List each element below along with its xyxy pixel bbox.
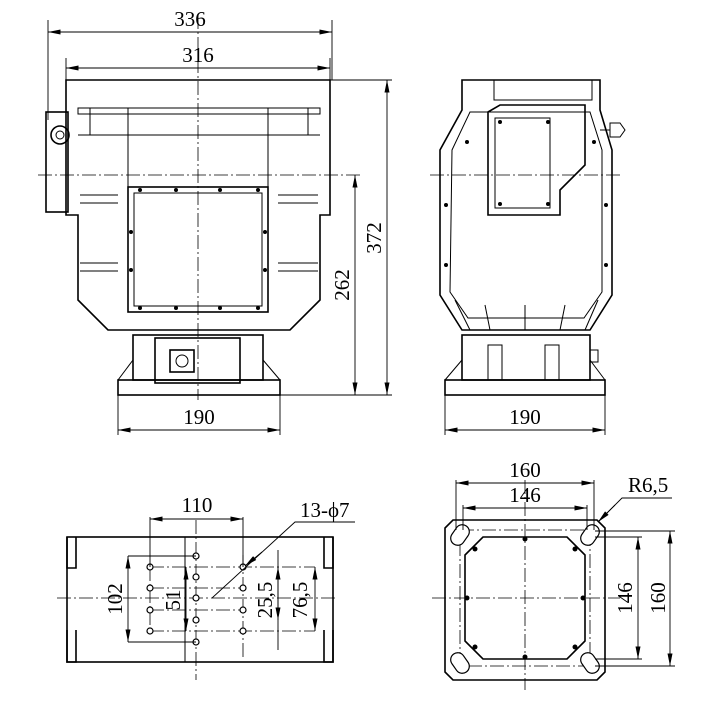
connector-box	[154, 337, 241, 384]
dim-262: 262	[330, 269, 354, 301]
hole-callout: 13-ϕ7	[300, 498, 350, 522]
dim-336: 336	[174, 7, 206, 31]
knob-icon	[50, 125, 70, 145]
dim-51: 51	[161, 590, 185, 611]
front-view: 336 316 190 262 372	[38, 7, 392, 435]
radius-callout: R6,5	[628, 473, 668, 497]
dim-146-side: 146	[613, 582, 637, 614]
inspection-window	[127, 186, 269, 313]
base-plate-view: 160 146 146 160 R6,5	[432, 458, 675, 690]
dim-160-top: 160	[509, 458, 541, 482]
connector-icon	[169, 349, 195, 373]
dim-102: 102	[103, 583, 127, 615]
dim-146-top: 146	[509, 483, 541, 507]
dim-372: 372	[362, 222, 386, 254]
dim-190-front: 190	[183, 405, 215, 429]
bottom-view: 110 102 51 25,5 76,5 13-ϕ7	[57, 493, 355, 680]
dim-110: 110	[182, 493, 213, 517]
side-view: 190	[430, 79, 626, 435]
dim-190-side: 190	[509, 405, 541, 429]
dim-76-5: 76,5	[288, 582, 312, 619]
dim-25-5: 25,5	[253, 582, 277, 619]
dim-316: 316	[182, 43, 214, 67]
dim-160-side: 160	[646, 582, 670, 614]
